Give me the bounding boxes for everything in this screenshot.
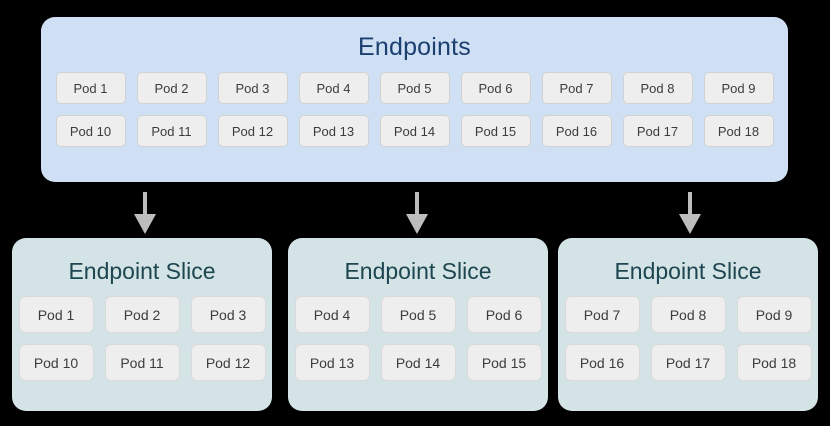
pod-chip[interactable]: Pod 6: [466, 296, 542, 333]
pod-chip[interactable]: Pod 8: [650, 296, 726, 333]
endpoint-slice-title: Endpoint Slice: [344, 258, 492, 284]
pod-chip[interactable]: Pod 9: [703, 72, 774, 104]
pod-chip[interactable]: Pod 14: [380, 344, 456, 381]
pod-chip[interactable]: Pod 5: [380, 296, 456, 333]
pod-chip[interactable]: Pod 6: [460, 72, 531, 104]
endpoint-slice-pod-row: Pod 1 Pod 2 Pod 3: [12, 296, 272, 333]
pod-chip[interactable]: Pod 4: [298, 72, 369, 104]
endpoint-slice-pod-row: Pod 4 Pod 5 Pod 6: [288, 296, 548, 333]
pod-chip[interactable]: Pod 12: [217, 115, 288, 147]
arrow-down-icon: [406, 192, 428, 234]
endpoint-slice-title: Endpoint Slice: [68, 258, 216, 284]
pod-chip[interactable]: Pod 5: [379, 72, 450, 104]
pod-chip[interactable]: Pod 16: [541, 115, 612, 147]
endpoint-slice-panel-3: Endpoint Slice Pod 7 Pod 8 Pod 9 Pod 16 …: [558, 238, 818, 411]
pod-chip[interactable]: Pod 7: [541, 72, 612, 104]
endpoints-pod-row: Pod 10 Pod 11 Pod 12 Pod 13 Pod 14 Pod 1…: [41, 115, 788, 147]
arrow-stem: [415, 192, 419, 216]
endpoints-title: Endpoints: [358, 33, 471, 61]
pod-chip[interactable]: Pod 4: [294, 296, 370, 333]
pod-chip[interactable]: Pod 17: [650, 344, 726, 381]
pod-chip[interactable]: Pod 11: [104, 344, 180, 381]
pod-chip[interactable]: Pod 10: [18, 344, 94, 381]
arrow-stem: [143, 192, 147, 216]
pod-chip[interactable]: Pod 15: [460, 115, 531, 147]
arrow-head: [406, 214, 428, 234]
endpoint-slice-pod-row: Pod 13 Pod 14 Pod 15: [288, 344, 548, 381]
endpoint-slice-pod-row: Pod 16 Pod 17 Pod 18: [558, 344, 818, 381]
pod-chip[interactable]: Pod 8: [622, 72, 693, 104]
endpoint-slice-panel-2: Endpoint Slice Pod 4 Pod 5 Pod 6 Pod 13 …: [288, 238, 548, 411]
pod-chip[interactable]: Pod 14: [379, 115, 450, 147]
arrow-down-icon: [134, 192, 156, 234]
pod-chip[interactable]: Pod 18: [703, 115, 774, 147]
endpoint-slice-pod-grid: Pod 1 Pod 2 Pod 3 Pod 10 Pod 11 Pod 12: [12, 296, 272, 392]
pod-chip[interactable]: Pod 13: [294, 344, 370, 381]
arrow-head: [134, 214, 156, 234]
pod-chip[interactable]: Pod 16: [564, 344, 640, 381]
pod-chip[interactable]: Pod 13: [298, 115, 369, 147]
pod-chip[interactable]: Pod 2: [104, 296, 180, 333]
endpoint-slice-panel-1: Endpoint Slice Pod 1 Pod 2 Pod 3 Pod 10 …: [12, 238, 272, 411]
arrow-down-icon: [679, 192, 701, 234]
pod-chip[interactable]: Pod 17: [622, 115, 693, 147]
endpoint-slice-pod-grid: Pod 4 Pod 5 Pod 6 Pod 13 Pod 14 Pod 15: [288, 296, 548, 392]
pod-chip[interactable]: Pod 3: [190, 296, 266, 333]
pod-chip[interactable]: Pod 10: [55, 115, 126, 147]
arrow-head: [679, 214, 701, 234]
pod-chip[interactable]: Pod 9: [736, 296, 812, 333]
endpoint-slice-pod-grid: Pod 7 Pod 8 Pod 9 Pod 16 Pod 17 Pod 18: [558, 296, 818, 392]
pod-chip[interactable]: Pod 3: [217, 72, 288, 104]
pod-chip[interactable]: Pod 1: [55, 72, 126, 104]
pod-chip[interactable]: Pod 1: [18, 296, 94, 333]
pod-chip[interactable]: Pod 7: [564, 296, 640, 333]
endpoints-panel: Endpoints Pod 1 Pod 2 Pod 3 Pod 4 Pod 5 …: [41, 17, 788, 182]
endpoints-pod-row: Pod 1 Pod 2 Pod 3 Pod 4 Pod 5 Pod 6 Pod …: [41, 72, 788, 104]
arrow-stem: [688, 192, 692, 216]
endpoints-pod-grid: Pod 1 Pod 2 Pod 3 Pod 4 Pod 5 Pod 6 Pod …: [41, 72, 788, 158]
pod-chip[interactable]: Pod 18: [736, 344, 812, 381]
endpoint-slice-pod-row: Pod 7 Pod 8 Pod 9: [558, 296, 818, 333]
pod-chip[interactable]: Pod 11: [136, 115, 207, 147]
endpoint-slice-title: Endpoint Slice: [614, 258, 762, 284]
pod-chip[interactable]: Pod 2: [136, 72, 207, 104]
endpoint-slice-pod-row: Pod 10 Pod 11 Pod 12: [12, 344, 272, 381]
pod-chip[interactable]: Pod 15: [466, 344, 542, 381]
pod-chip[interactable]: Pod 12: [190, 344, 266, 381]
